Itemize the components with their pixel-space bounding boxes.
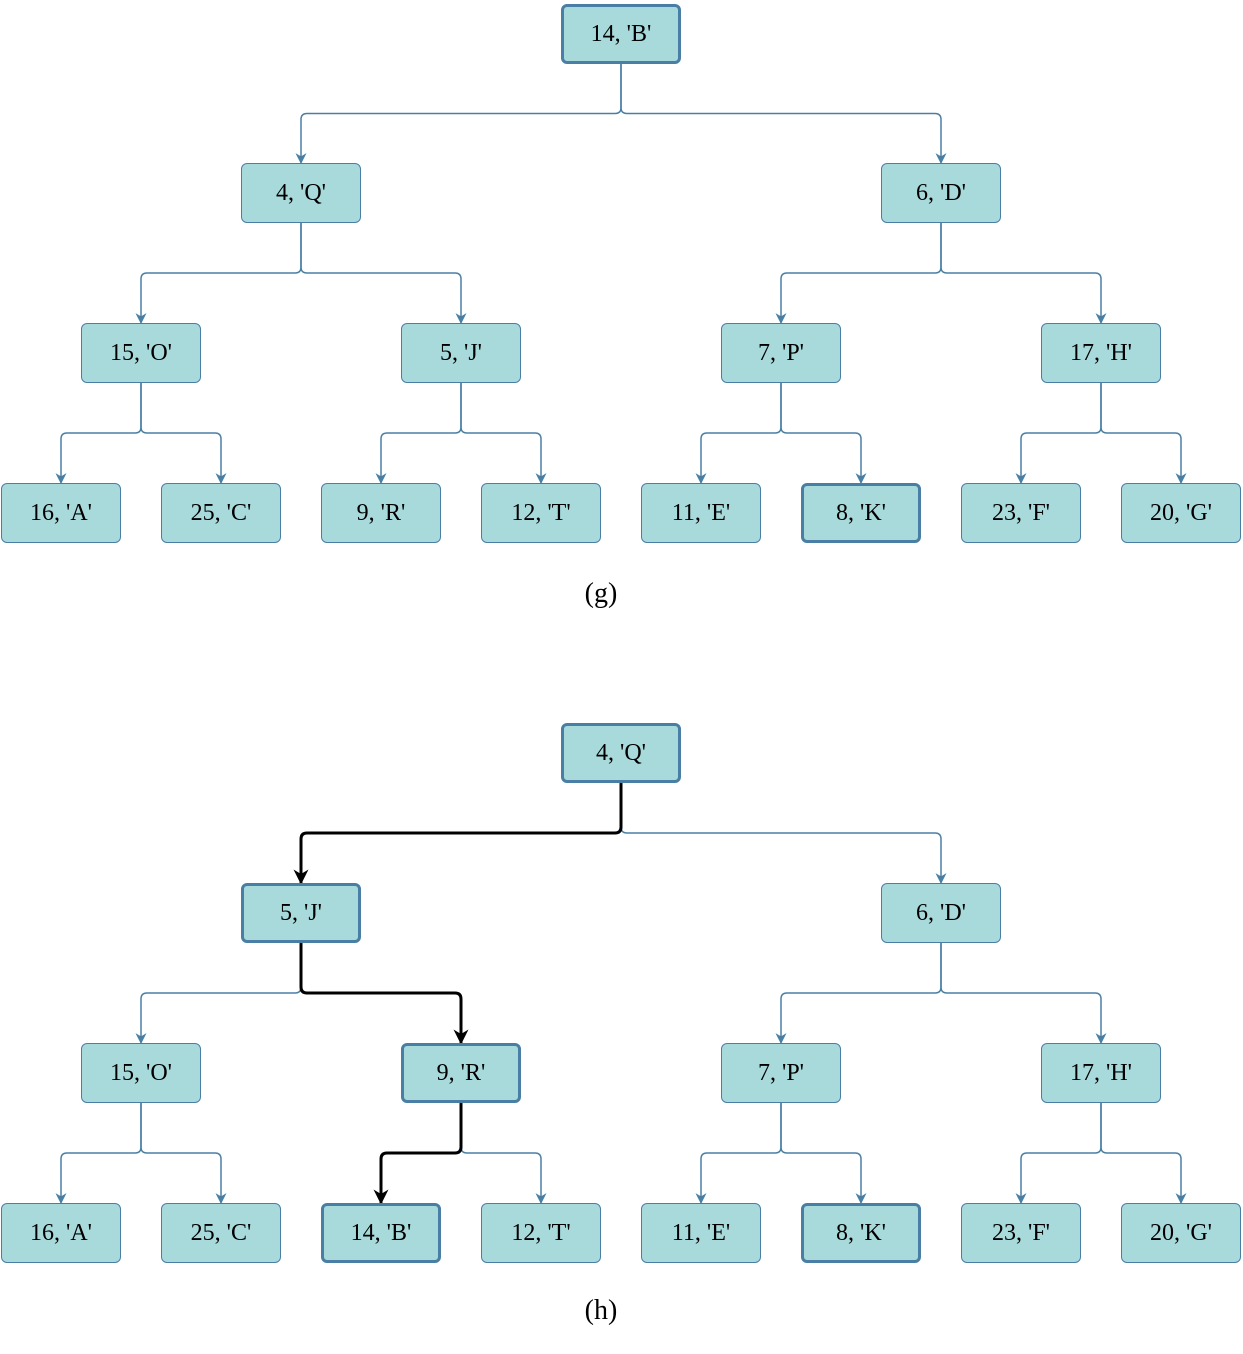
highlight-edge bbox=[373, 1103, 463, 1205]
tree-node: 25, 'C' bbox=[161, 483, 281, 543]
tree-node: 17, 'H' bbox=[1041, 1043, 1161, 1103]
tree-node: 5, 'J' bbox=[241, 883, 361, 943]
tree-node: 14, 'B' bbox=[321, 1203, 441, 1263]
tree-node: 6, 'D' bbox=[881, 883, 1001, 943]
tree-edges-0 bbox=[55, 64, 1187, 485]
tree-edge bbox=[460, 1103, 547, 1205]
diagram-caption: (h) bbox=[584, 1295, 618, 1326]
tree-edge bbox=[695, 383, 782, 485]
tree-node: 16, 'A' bbox=[1, 483, 121, 543]
tree-node: 15, 'O' bbox=[81, 1043, 201, 1103]
tree-node: 4, 'Q' bbox=[241, 163, 361, 223]
tree-node: 20, 'G' bbox=[1121, 1203, 1241, 1263]
tree-node: 17, 'H' bbox=[1041, 323, 1161, 383]
tree-edge bbox=[375, 383, 462, 485]
tree-edge bbox=[1100, 1103, 1187, 1205]
tree-node: 12, 'T' bbox=[481, 1203, 601, 1263]
tree-edge bbox=[940, 943, 1107, 1045]
tree-node: 15, 'O' bbox=[81, 323, 201, 383]
tree-node: 9, 'R' bbox=[321, 483, 441, 543]
tree-edge bbox=[780, 383, 867, 485]
tree-node: 4, 'Q' bbox=[561, 723, 681, 783]
highlight-edge bbox=[293, 783, 623, 885]
tree-node: 12, 'T' bbox=[481, 483, 601, 543]
tree-edge bbox=[620, 783, 947, 885]
tree-node: 20, 'G' bbox=[1121, 483, 1241, 543]
tree-edge bbox=[1100, 383, 1187, 485]
tree-node: 8, 'K' bbox=[801, 483, 921, 543]
tree-node: 9, 'R' bbox=[401, 1043, 521, 1103]
tree-edge bbox=[695, 1103, 782, 1205]
tree-edge bbox=[55, 383, 142, 485]
tree-node: 23, 'F' bbox=[961, 1203, 1081, 1263]
tree-edge bbox=[295, 64, 622, 165]
tree-edge bbox=[300, 223, 467, 325]
tree-node: 23, 'F' bbox=[961, 483, 1081, 543]
tree-node: 6, 'D' bbox=[881, 163, 1001, 223]
tree-node: 16, 'A' bbox=[1, 1203, 121, 1263]
tree-node: 14, 'B' bbox=[561, 4, 681, 64]
tree-edge bbox=[620, 64, 947, 165]
highlight-edge bbox=[299, 943, 469, 1045]
tree-node: 11, 'E' bbox=[641, 483, 761, 543]
tree-edge bbox=[1015, 1103, 1102, 1205]
tree-edge bbox=[135, 223, 302, 325]
tree-edge bbox=[780, 1103, 867, 1205]
tree-node: 11, 'E' bbox=[641, 1203, 761, 1263]
tree-edge bbox=[140, 1103, 227, 1205]
tree-edges-1 bbox=[55, 783, 1187, 1205]
tree-edge bbox=[775, 943, 942, 1045]
highlight-edges-1 bbox=[293, 783, 623, 1205]
tree-node: 25, 'C' bbox=[161, 1203, 281, 1263]
tree-edge bbox=[940, 223, 1107, 325]
tree-edge bbox=[55, 1103, 142, 1205]
tree-edge bbox=[135, 943, 302, 1045]
tree-edge bbox=[1015, 383, 1102, 485]
diagram-caption: (g) bbox=[584, 578, 618, 609]
tree-edge bbox=[775, 223, 942, 325]
tree-edge bbox=[140, 383, 227, 485]
tree-edge bbox=[460, 383, 547, 485]
tree-node: 8, 'K' bbox=[801, 1203, 921, 1263]
tree-node: 7, 'P' bbox=[721, 323, 841, 383]
tree-node: 5, 'J' bbox=[401, 323, 521, 383]
tree-node: 7, 'P' bbox=[721, 1043, 841, 1103]
